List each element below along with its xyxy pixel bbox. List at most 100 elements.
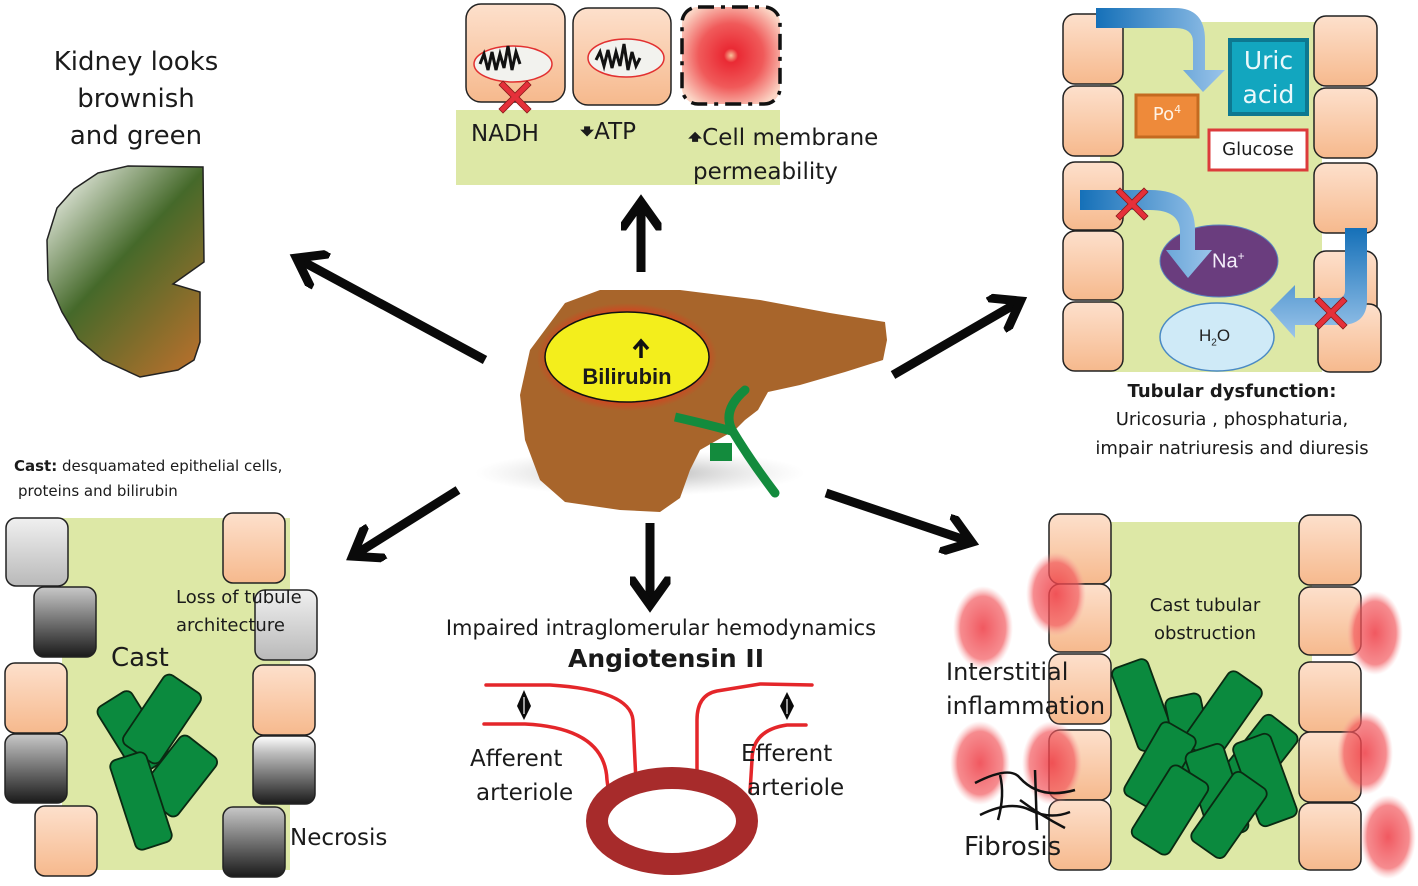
efferent-outer-wall [695, 682, 814, 782]
epithelial-cell [1313, 15, 1378, 87]
uric-acid-line2: acid [1242, 80, 1295, 109]
necrotic-cell [222, 806, 286, 878]
kidney-caption-line: Kidney looks [53, 47, 219, 77]
efferent-line1: Efferent [741, 741, 833, 767]
fibrosis-label: Fibrosis [964, 832, 1062, 862]
bilirubin-up-arrow-icon [632, 338, 650, 358]
damaged-cell [680, 5, 782, 106]
liver-illustration [475, 290, 887, 512]
uric-acid-box [1228, 38, 1309, 116]
pathway-arrows [300, 206, 1017, 601]
panel-background [456, 110, 780, 185]
sodium-flow-arrow [1080, 190, 1212, 278]
hemodynamics-title: Impaired intraglomerular hemodynamics [445, 616, 877, 640]
epithelial-cell [1298, 514, 1362, 586]
po4-superscript: 4 [1174, 103, 1182, 116]
cristae-1 [478, 45, 522, 71]
sodium-superscript: + [1237, 249, 1245, 263]
membrane-text-line2: permeability [693, 159, 838, 185]
water-h: H [1199, 326, 1212, 345]
epithelial-cell [1048, 653, 1112, 725]
epithelial-cell [1313, 162, 1378, 234]
atp-label: 🠻ATP [580, 119, 636, 147]
cast-obstruction-label: Cast tubular obstruction [1130, 592, 1280, 648]
fibrosis-strands [974, 769, 1076, 831]
kidney-illustration [46, 165, 205, 378]
angiotensin-label: Angiotensin II [567, 644, 765, 673]
inflammatory-cell [1360, 795, 1416, 879]
cast-caption-line1: desquamated epithelial cells, [57, 457, 283, 475]
epithelial-cell [1062, 85, 1124, 157]
arrow-up-right [890, 303, 1017, 379]
inflammatory-cell [1347, 591, 1403, 675]
afferent-outer-wall [484, 683, 638, 784]
cast-blocks [96, 673, 218, 851]
epithelial-cell [222, 512, 286, 584]
inflammatory-cells [950, 552, 1416, 879]
epithelial-cell [1062, 13, 1124, 85]
glomerulus-ring [586, 767, 758, 875]
interstitial-inflammation-label: Interstitial inflammation [946, 655, 1105, 723]
diameter-markers [517, 690, 794, 720]
mitochondria-panel [456, 3, 782, 185]
loss-architecture-line1: Loss of tubule [176, 587, 302, 608]
po4-base: Po [1152, 104, 1175, 125]
gallbladder [710, 443, 732, 461]
cast-obstruction-line1: Cast tubular [1149, 595, 1261, 616]
bile-duct-branch [673, 412, 737, 437]
epithelial-cell [1313, 87, 1378, 159]
afferent-line2: arteriole [476, 780, 574, 806]
kidney-shape [46, 165, 205, 378]
sodium-base: Na [1212, 250, 1238, 273]
epithelial-cell [34, 805, 98, 877]
water-subscript: 2 [1211, 337, 1217, 349]
water-o: O [1216, 326, 1231, 345]
sloughed-cell [5, 517, 69, 587]
tubular-description: Uricosuria , phosphaturia, impair natriu… [1062, 405, 1402, 463]
cast-caption-line2: proteins and bilirubin [18, 482, 178, 500]
interstitial-line2: inflammation [946, 692, 1106, 720]
uric-acid-label: Uric acid [1232, 44, 1305, 112]
afferent-inner-wall [482, 722, 611, 797]
membrane-text-line1: Cell membrane [702, 125, 879, 151]
cast-panel [4, 512, 318, 878]
arrow-up-left [300, 260, 488, 364]
efferent-line2: arteriole [747, 775, 845, 801]
epithelial-cell [1062, 230, 1124, 301]
tubular-title: Tubular dysfunction: [1127, 381, 1337, 402]
cristae-2 [594, 43, 642, 72]
glucose-label: Glucose [1222, 139, 1294, 160]
necrotic-cell [33, 586, 97, 658]
bilirubin-ellipse [544, 311, 710, 403]
efferent-inner-wall [748, 723, 808, 794]
glomerulus-diagram [482, 682, 814, 875]
cast-block [1130, 764, 1210, 856]
afferent-line1: Afferent [470, 746, 563, 772]
cast-label: Cast [111, 643, 169, 673]
membrane-label: 🠹Cell membrane permeability [688, 121, 878, 189]
cross-icon [498, 80, 532, 114]
uric-acid-line1: Uric [1243, 46, 1294, 75]
water-label: H2O [1199, 326, 1230, 349]
necrotic-cell [4, 733, 68, 804]
kidney-caption: Kidney looks brownish and green [36, 44, 236, 155]
glucose-box [1207, 128, 1309, 172]
sloughed-cell [254, 589, 318, 661]
water-ellipse [1159, 302, 1275, 372]
inflammatory-cell [950, 721, 1010, 805]
obstruction-panel [950, 513, 1416, 879]
cast-caption-bold: Cast: [14, 457, 58, 475]
necrosis-label: Necrosis [290, 825, 388, 851]
epithelial-cell [1048, 799, 1112, 871]
arrow-down-right [824, 488, 968, 541]
po4-box [1134, 93, 1200, 139]
loss-architecture-label: Loss of tubule architecture [176, 584, 302, 640]
cross-icon [1314, 296, 1348, 330]
cast-block [1190, 770, 1268, 860]
tubular-panel [1062, 8, 1382, 373]
inflammatory-cell [1026, 552, 1086, 636]
water-flow-arrow [1270, 228, 1367, 338]
atp-text: ATP [594, 119, 637, 145]
cast-block [109, 751, 173, 851]
